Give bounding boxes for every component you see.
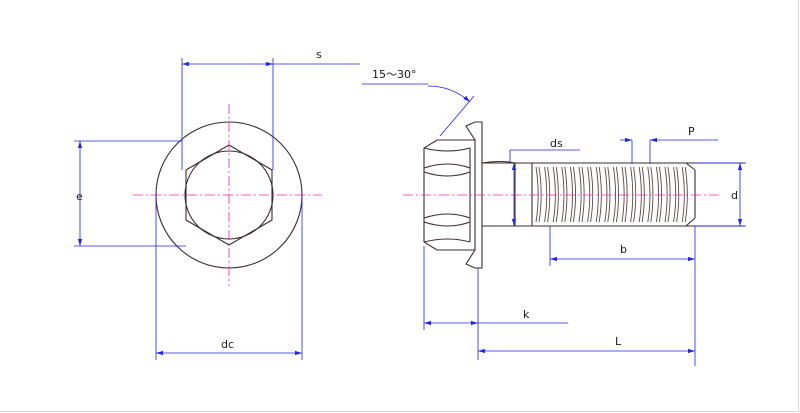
thread-crest (587, 166, 591, 223)
thread-crest (544, 166, 548, 223)
thread-crest (673, 166, 677, 223)
shank (482, 162, 532, 227)
l-label: L (615, 335, 622, 348)
thread-crest (681, 166, 685, 223)
p-label: P (688, 125, 695, 138)
thread-root (615, 166, 619, 223)
thread-root (547, 166, 551, 223)
thread-crest (664, 166, 668, 223)
side-view: 15～30° ds P d b k L (362, 68, 746, 366)
thread-root (684, 166, 688, 223)
thread-root (641, 166, 645, 223)
thread-crest (621, 166, 625, 223)
thread-root (676, 166, 680, 223)
hex-head-side (423, 139, 476, 251)
thread-root (667, 166, 671, 223)
thread-crest (578, 166, 582, 223)
thread-crest (604, 166, 608, 223)
ds-label: ds (550, 137, 563, 150)
thread-crest (561, 166, 565, 223)
thread-root (564, 166, 568, 223)
angle-arc (427, 85, 471, 103)
thread-crest (655, 166, 659, 223)
angle-label: 15～30° (372, 68, 417, 81)
thread-crest (552, 166, 556, 223)
thread-crest (638, 166, 642, 223)
thread-crest (569, 166, 573, 223)
thread-root (555, 166, 559, 223)
s-label: s (316, 48, 322, 61)
thread-crest (595, 166, 599, 223)
b-label: b (620, 243, 627, 256)
thread-root (581, 166, 585, 223)
thread-root (633, 166, 637, 223)
thread-crest (630, 166, 634, 223)
k-label: k (523, 308, 530, 321)
end-view: s e dc (74, 48, 360, 360)
d-label: d (731, 189, 738, 202)
thread-root (624, 166, 628, 223)
thread-root (538, 166, 542, 223)
thread-crest (535, 166, 539, 223)
e-label: e (76, 190, 83, 203)
thread-crest (612, 166, 616, 223)
thread-root (572, 166, 576, 223)
thread-root (607, 166, 611, 223)
thread-crest (647, 166, 651, 223)
thread-root (658, 166, 662, 223)
thread-root (590, 166, 594, 223)
thread (531, 162, 745, 227)
dc-label: dc (221, 338, 234, 351)
thread-root (650, 166, 654, 223)
thread-root (598, 166, 602, 223)
